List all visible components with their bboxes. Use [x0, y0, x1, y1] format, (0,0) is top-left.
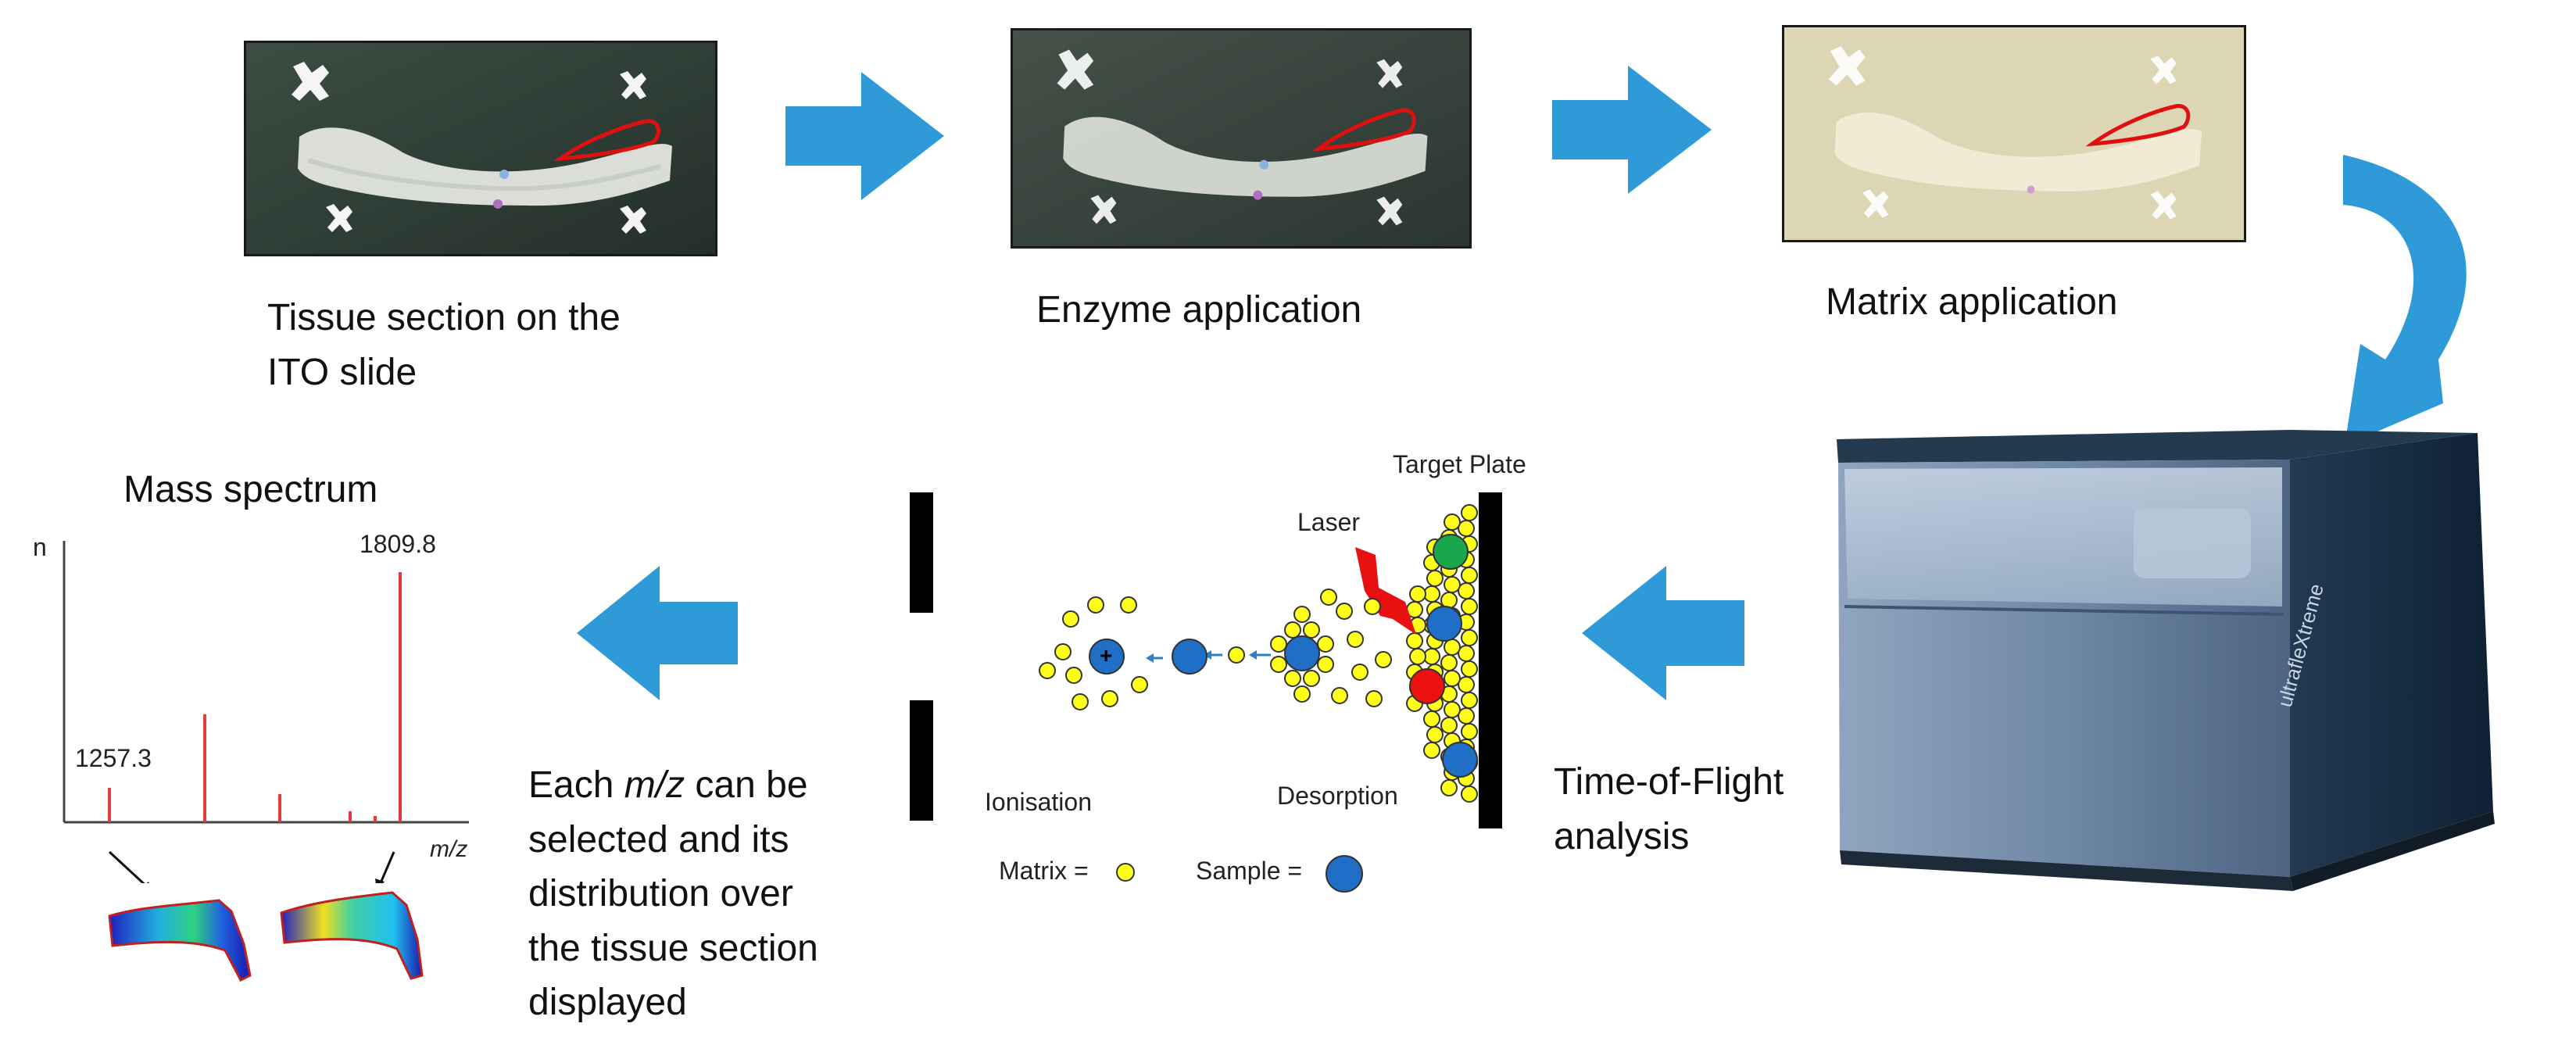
arrow-left-icon — [577, 566, 738, 700]
explanation-rest: selected and its distribution over the t… — [528, 818, 818, 1024]
matrix-crystal — [1458, 676, 1475, 693]
matrix-crystal — [1426, 726, 1444, 743]
spectrum-x-label: m/z — [430, 836, 468, 862]
curved-arrow-icon — [2343, 155, 2467, 445]
matrix-slide-image — [1782, 25, 2246, 242]
matrix-crystal — [1461, 692, 1478, 709]
matrix-crystal — [1444, 576, 1461, 593]
explanation-line1-suffix: can be — [685, 764, 808, 806]
arrow-right-icon — [1552, 66, 1712, 194]
explanation-text: Each m/z can be selected and its distrib… — [528, 758, 818, 1030]
matrix-crystal — [1440, 779, 1458, 796]
matrix-crystal — [1440, 654, 1458, 671]
matrix-crystal — [1461, 785, 1478, 803]
explanation-mz-italic: m/z — [624, 764, 685, 806]
mass-spectrum-title: Mass spectrum — [123, 469, 378, 510]
legend-matrix-symbol — [1116, 863, 1135, 882]
arrow-right-icon — [785, 72, 944, 200]
matrix-crystal — [1461, 504, 1478, 521]
matrix-crystal — [1423, 742, 1440, 759]
matrix-crystal — [1423, 710, 1440, 728]
label-desorption: Desorption — [1277, 782, 1398, 810]
ion-distribution-images — [108, 891, 424, 982]
mass-spectrometer-image — [1837, 430, 2495, 891]
caption-tissue-section: Tissue section on the ITO slide — [267, 297, 621, 393]
matrix-crystal — [1444, 513, 1461, 531]
matrix-crystal — [1461, 598, 1478, 615]
maldi-schematic — [910, 492, 1502, 828]
matrix-crystal — [1406, 632, 1423, 649]
caption-time-of-flight: Time-of-Flight analysis — [1554, 761, 1784, 857]
caption-matrix-application: Matrix application — [1826, 281, 2118, 323]
matrix-crystal — [1458, 645, 1475, 662]
peak-label-1257: 1257.3 — [75, 744, 152, 772]
matrix-crystal — [1461, 567, 1478, 584]
matrix-crystal — [1409, 648, 1426, 665]
matrix-crystal — [1461, 629, 1478, 646]
matrix-crystal — [1440, 717, 1458, 734]
legend-sample-label: Sample = — [1196, 857, 1303, 885]
matrix-crystal — [1458, 707, 1475, 725]
legend-sample-symbol — [1326, 855, 1363, 893]
label-ionisation: Ionisation — [985, 788, 1092, 816]
matrix-crystal — [1461, 660, 1478, 678]
legend-matrix-label: Matrix = — [999, 857, 1089, 885]
matrix-crystal — [1409, 585, 1426, 603]
explanation-line1-prefix: Each — [528, 764, 624, 806]
laser-bolt-icon — [1355, 547, 1416, 635]
spectrum-y-label: n — [33, 533, 47, 561]
enzyme-slide-image — [1011, 28, 1472, 249]
arrow-left-icon — [1582, 566, 1744, 700]
matrix-crystal — [1458, 520, 1475, 537]
tissue-slide-image — [244, 41, 717, 256]
ion-charge-symbol: + — [1100, 643, 1113, 667]
caption-enzyme-application: Enzyme application — [1036, 289, 1362, 331]
peak-label-1809: 1809.8 — [360, 530, 436, 558]
matrix-crystal — [1440, 592, 1458, 609]
label-laser: Laser — [1297, 508, 1361, 536]
matrix-crystal — [1461, 723, 1478, 740]
matrix-crystal — [1458, 582, 1475, 599]
matrix-crystal — [1444, 670, 1461, 687]
mass-spectrum-chart — [63, 541, 469, 883]
matrix-crystal — [1426, 570, 1444, 587]
matrix-crystal — [1444, 639, 1461, 656]
label-target-plate: Target Plate — [1393, 450, 1526, 478]
matrix-crystal — [1444, 701, 1461, 718]
